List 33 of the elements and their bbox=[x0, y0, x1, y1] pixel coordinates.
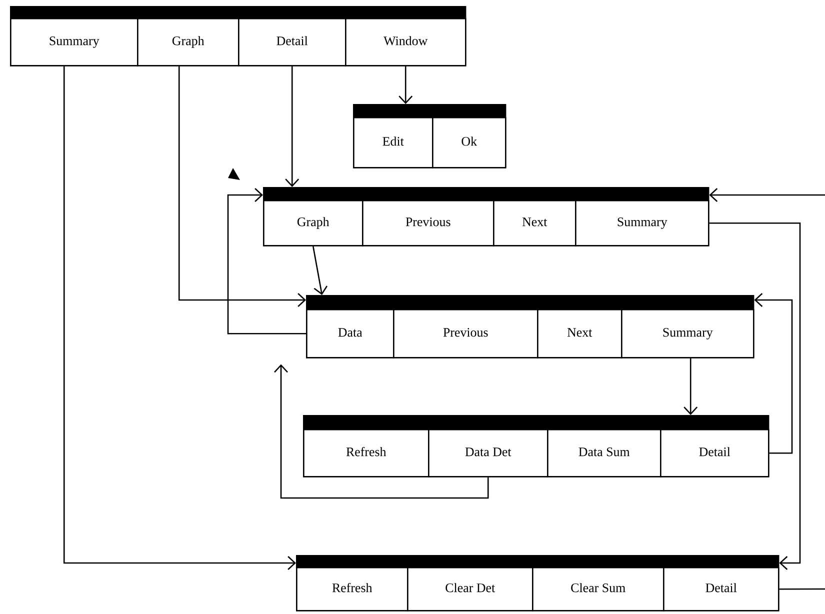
menu-cell: Data Det bbox=[428, 429, 548, 478]
menu-cell: Detail bbox=[660, 429, 770, 478]
arrow bbox=[63, 66, 296, 570]
menu-cell: Data bbox=[306, 309, 394, 358]
menu-cell: Clear Sum bbox=[532, 567, 664, 612]
arrow bbox=[178, 66, 306, 307]
menu-cell: Ok bbox=[432, 117, 506, 168]
menu-cell: Detail bbox=[238, 18, 346, 66]
menu-cell: Previous bbox=[393, 309, 538, 358]
menu-cell: Edit bbox=[353, 117, 434, 168]
arrow bbox=[754, 293, 793, 454]
arrow bbox=[227, 188, 306, 334]
arrow bbox=[684, 358, 698, 415]
arrow bbox=[398, 66, 413, 104]
arrow bbox=[274, 364, 489, 499]
arrow bbox=[709, 222, 801, 570]
menu-cell: Summary bbox=[575, 200, 710, 246]
menu-cell: Window bbox=[345, 18, 466, 66]
arrow bbox=[312, 246, 328, 295]
menu-cell: Graph bbox=[137, 18, 240, 66]
menu-cell: Data Sum bbox=[547, 429, 662, 478]
menu-cell: Previous bbox=[362, 200, 494, 246]
arrow bbox=[709, 188, 825, 202]
menu-cell: Graph bbox=[263, 200, 364, 246]
menu-cell: Refresh bbox=[303, 429, 430, 478]
arrow bbox=[285, 66, 300, 187]
menu-cell: Summary bbox=[621, 309, 754, 358]
menu-cell: Summary bbox=[10, 18, 138, 66]
menu-cell: Detail bbox=[663, 567, 780, 612]
menu-cell: Next bbox=[493, 200, 576, 246]
menu-cell: Next bbox=[537, 309, 622, 358]
menu-cell: Refresh bbox=[296, 567, 408, 612]
menu-cell: Clear Det bbox=[407, 567, 534, 612]
